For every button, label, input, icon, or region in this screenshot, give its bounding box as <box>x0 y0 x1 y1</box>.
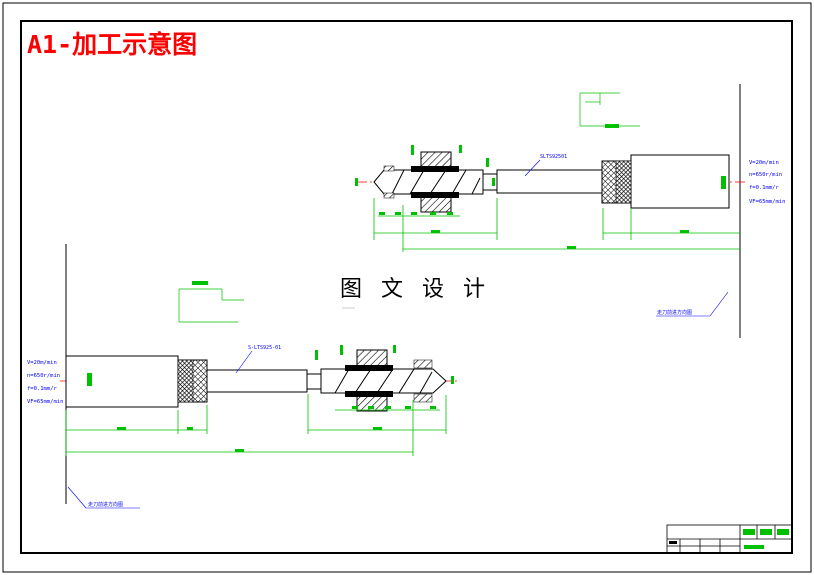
lower-drill-tip <box>320 368 447 394</box>
inner-border <box>20 20 793 554</box>
center-watermark: 图 文 设 计 <box>340 277 491 302</box>
lower-param-2: n=650r/min <box>27 373 60 379</box>
upper-param-1: V=20m/min <box>749 160 779 166</box>
upper-part-code: SLTS92501 <box>540 154 567 160</box>
lower-detail-callout <box>178 288 244 323</box>
lower-assembly: S-LTS925-01 V=20m/min n=650r/min f=0.1mm… <box>27 244 460 509</box>
lower-param-4: VF=65mm/min <box>27 399 63 405</box>
drawing-title: A1-加工示意图 <box>27 30 197 59</box>
upper-param-4: VF=65mm/min <box>749 199 785 205</box>
lower-feed-note: 走刀前进方向图 <box>88 501 123 508</box>
upper-feed-note: 走刀前进方向图 <box>657 309 692 316</box>
lower-param-3: f=0.1mm/r <box>27 386 57 392</box>
upper-drill-tip <box>373 169 484 195</box>
lower-holder-body <box>65 355 179 408</box>
upper-param-3: f=0.1mm/r <box>749 185 779 191</box>
upper-param-2: n=650r/min <box>749 172 782 178</box>
upper-detail-callout <box>579 92 640 127</box>
lower-part-code: S-LTS925-01 <box>248 345 281 351</box>
lower-param-1: V=20m/min <box>27 360 57 366</box>
title-block <box>666 524 793 554</box>
upper-holder-body <box>630 154 730 209</box>
upper-shank <box>496 169 603 194</box>
lower-shank <box>206 369 308 393</box>
upper-assembly: SLTS92501 V=20m/min n=650r/min f=0.1mm/r… <box>355 84 785 338</box>
